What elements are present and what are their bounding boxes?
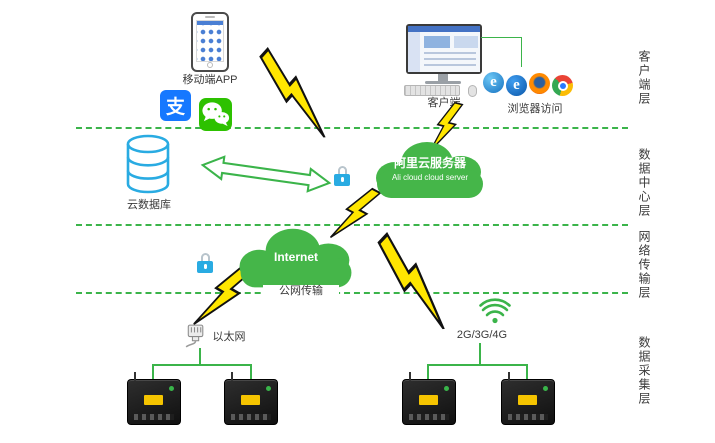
device-led xyxy=(169,386,174,391)
screen-text-lines xyxy=(424,52,476,69)
device-antenna xyxy=(231,372,233,381)
monitor-stand xyxy=(438,74,448,82)
device-ports xyxy=(508,414,548,420)
data-collector-device xyxy=(501,372,555,425)
ie-icon: e xyxy=(483,72,504,93)
wifi-icon xyxy=(479,298,511,325)
layer-label-client: 客户端层 xyxy=(637,50,651,106)
screen-titlebar xyxy=(408,26,480,32)
device-led xyxy=(266,386,271,391)
device-ports xyxy=(134,414,174,420)
cloud-db-label: 云数据库 xyxy=(127,199,171,211)
chrome-ring xyxy=(557,80,568,91)
connector-line xyxy=(427,364,528,366)
connector-line xyxy=(481,37,522,38)
alipay-icon: 支 xyxy=(160,90,191,121)
ie-glyph: e xyxy=(490,74,497,90)
ethernet-label: 以太网 xyxy=(212,331,246,343)
device-led xyxy=(444,386,449,391)
cellular-label: 2G/3G/4G xyxy=(456,329,508,341)
edge-glyph: e xyxy=(513,77,520,93)
ali-cloud-title: 阿里云服务器 xyxy=(393,156,466,170)
phone-screen xyxy=(196,20,224,62)
data-collector-device xyxy=(127,372,181,425)
alipay-glyph: 支 xyxy=(165,97,185,118)
double-arrow-icon xyxy=(199,151,334,197)
device-ports xyxy=(409,414,449,420)
wechat-icon xyxy=(199,98,232,131)
connector-line xyxy=(250,364,252,380)
layer-divider xyxy=(76,292,628,294)
connector-line xyxy=(152,364,154,380)
layer-label-collection: 数据采集层 xyxy=(637,336,651,406)
device-label-sticker xyxy=(241,395,260,405)
ali-cloud-subtitle: Ali cloud cloud server xyxy=(391,173,469,182)
edge-icon: e xyxy=(506,75,527,96)
data-collector-device xyxy=(402,372,456,425)
layer-label-datacenter: 数据中心层 xyxy=(637,148,651,218)
layer-divider xyxy=(76,224,628,226)
lock-body xyxy=(197,261,213,273)
connector-line xyxy=(479,343,481,365)
lock-body xyxy=(334,174,350,186)
database-icon xyxy=(125,134,171,194)
screen-sidebar xyxy=(408,32,420,72)
browser-access-label: 浏览器访问 xyxy=(507,103,563,115)
layer-label-network: 网络传输层 xyxy=(637,230,651,300)
device-led xyxy=(543,386,548,391)
lock-icon xyxy=(197,253,213,273)
internet-node: Internet xyxy=(228,222,364,290)
chrome-icon xyxy=(552,75,573,96)
lightning-icon xyxy=(426,98,465,158)
screen-panel xyxy=(424,36,450,48)
layer-divider xyxy=(76,127,628,129)
connector-line xyxy=(526,364,528,380)
ali-cloud-node: 阿里云服务器 Ali cloud cloud server xyxy=(364,136,496,200)
wechat-bubbles xyxy=(202,102,230,127)
device-antenna xyxy=(508,372,510,381)
device-antenna xyxy=(409,372,411,381)
device-label-sticker xyxy=(518,395,537,405)
public-network-label: 公网传输 xyxy=(263,285,339,299)
chrome-core xyxy=(559,82,566,89)
connector-line xyxy=(427,364,429,380)
firefox-icon xyxy=(529,73,550,94)
lightning-icon xyxy=(360,231,468,335)
connector-line xyxy=(152,364,252,366)
lock-icon xyxy=(334,166,350,186)
device-label-sticker xyxy=(144,395,163,405)
cloud-icon xyxy=(239,228,352,288)
mouse-icon xyxy=(468,85,477,97)
device-label-sticker xyxy=(419,395,438,405)
lock-shackle xyxy=(337,166,347,174)
phone-home-button xyxy=(207,62,213,68)
monitor-base xyxy=(425,81,461,84)
smartphone-icon xyxy=(191,12,229,72)
connector-line xyxy=(199,348,201,365)
keyboard-icon xyxy=(404,85,460,96)
data-collector-device xyxy=(224,372,278,425)
lightning-icon xyxy=(244,46,346,143)
mobile-app-label: 移动端APP xyxy=(182,74,238,86)
desktop-monitor-icon xyxy=(406,24,482,74)
lock-shackle xyxy=(200,253,210,261)
lightning-icon xyxy=(325,179,382,250)
connector-line xyxy=(521,37,522,67)
device-antenna xyxy=(134,372,136,381)
device-ports xyxy=(231,414,271,420)
internet-label: Internet xyxy=(273,250,318,264)
monitor-screen xyxy=(408,26,480,72)
cloud-icon xyxy=(376,142,483,198)
screen-panel xyxy=(454,36,478,48)
ethernet-plug-icon xyxy=(181,321,208,348)
phone-speaker xyxy=(205,16,215,18)
